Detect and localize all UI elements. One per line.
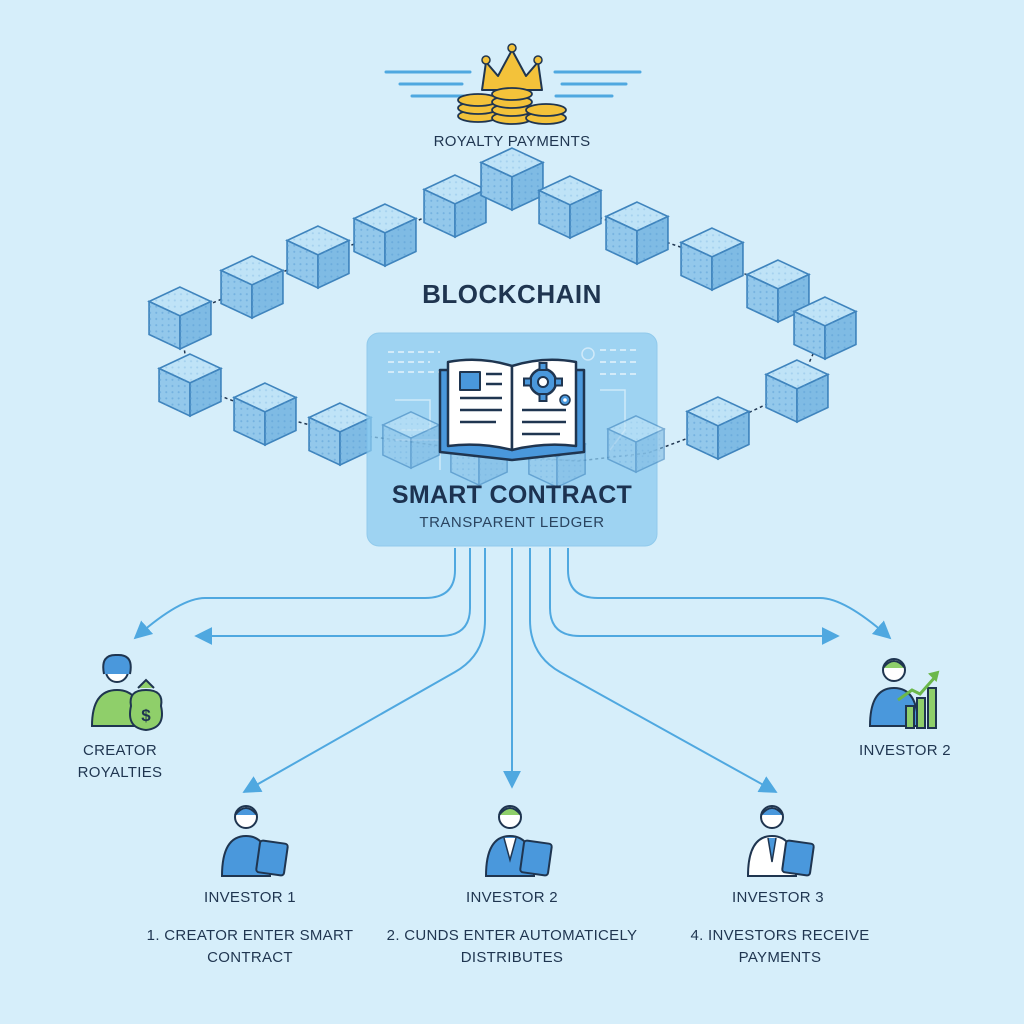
block (686, 396, 750, 460)
small-gear-icon (559, 394, 571, 406)
ledger-book-icon (438, 358, 586, 462)
investor-top-right-label: INVESTOR 2 (859, 742, 951, 759)
royalty-motion-lines (384, 70, 642, 98)
coin-stack-icon (457, 87, 567, 125)
svg-text:$: $ (141, 706, 151, 725)
step-2-line1: 2. CUNDS ENTER AUTOMATICELY (386, 927, 638, 944)
tablet-icon (519, 839, 553, 877)
royalty-payments-label: ROYALTY PAYMENTS (433, 133, 591, 150)
block (605, 201, 669, 265)
growth-chart-icon (897, 670, 940, 729)
block (353, 203, 417, 267)
creator-label-line2: ROYALTIES (77, 764, 163, 781)
investor-2-label: INVESTOR 2 (466, 889, 558, 906)
smart-contract-title: SMART CONTRACT (391, 481, 633, 509)
gear-icon (523, 362, 563, 402)
step-4-line2: PAYMENTS (738, 949, 822, 966)
step-4-line1: 4. INVESTORS RECEIVE (690, 927, 870, 944)
step-1-line2: CONTRACT (207, 949, 293, 966)
distribution-arrows (133, 548, 892, 793)
investor-3-label: INVESTOR 3 (732, 889, 824, 906)
step-2-line2: DISTRIBUTES (460, 949, 564, 966)
block (538, 175, 602, 239)
blockchain-title: BLOCKCHAIN (422, 279, 602, 309)
chain-links (179, 177, 826, 462)
investor-2-avatar (484, 805, 553, 877)
creator-label-line1: CREATOR (82, 742, 158, 759)
step-1-line1: 1. CREATOR ENTER SMART (146, 927, 354, 944)
tablet-icon (781, 839, 815, 877)
investor-1-label: INVESTOR 1 (204, 889, 296, 906)
block (308, 402, 372, 466)
tablet-icon (255, 839, 289, 877)
block (765, 359, 829, 423)
crown-icon (481, 43, 543, 91)
block (158, 353, 222, 417)
investor-1-avatar (220, 805, 289, 877)
investor-3-avatar (746, 805, 815, 877)
block (233, 382, 297, 446)
block (423, 174, 487, 238)
money-bag-icon: $ (129, 678, 163, 732)
block (480, 147, 544, 211)
smart-contract-subtitle: TRANSPARENT LEDGER (419, 514, 605, 531)
creator-avatar (90, 653, 144, 727)
